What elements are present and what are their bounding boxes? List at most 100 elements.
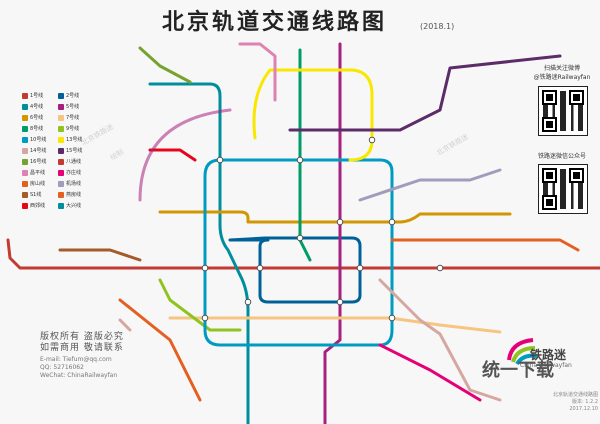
legend-label: 1号线 (30, 93, 44, 99)
line-14 (118, 278, 502, 402)
legend-item: 6号线 (22, 114, 56, 121)
legend-row: 房山线 机场线 (22, 178, 92, 189)
weibo-qr-code (538, 86, 588, 136)
legend-swatch-icon (58, 158, 64, 165)
line-9 (158, 278, 242, 332)
legend-label: 4号线 (30, 104, 44, 110)
legend-swatch-icon (22, 136, 28, 143)
legend-swatch-icon (58, 136, 64, 143)
contact-email: E-mail: Tiefum@qq.com (40, 356, 112, 363)
line-orange-east (390, 238, 580, 252)
legend-swatch-icon (22, 169, 28, 176)
legend-swatch-icon (58, 169, 64, 176)
legend-row: 4号线 5号线 (22, 101, 92, 112)
legend-item: 7号线 (58, 114, 92, 121)
line-yizhuang (378, 343, 482, 402)
legend-swatch-icon (58, 125, 64, 132)
legend-label: 7号线 (66, 115, 80, 121)
legend-row: 昌平线亦庄线 (22, 167, 92, 178)
legend-label: 大兴线 (66, 203, 82, 209)
legend-item: 西郊线 (22, 202, 56, 209)
transfer-stations (201, 136, 444, 322)
brand-version: 版本: 1.2.2 (572, 399, 598, 405)
copyright-line1: 版权所有 盗版必究 (40, 332, 124, 342)
legend-item: 机场线 (58, 180, 92, 187)
legend-label: 14号线 (30, 148, 47, 154)
weibo-caption-line2: @铁路迷Railwayfan (533, 74, 591, 81)
legend-label: 2号线 (66, 93, 80, 99)
line-16 (138, 46, 192, 84)
legend-swatch-icon (22, 114, 28, 121)
brand-date: 2017.12.10 (569, 406, 598, 412)
line-8 (298, 48, 312, 262)
legend-label: 15号线 (66, 148, 83, 154)
brand-logo-icon (507, 338, 538, 366)
line-2 (228, 236, 362, 304)
line-15 (288, 54, 562, 132)
line-1 (6, 238, 600, 270)
legend-item: 八通线 (58, 158, 92, 165)
legend-label: 9号线 (66, 126, 80, 132)
weibo-caption-line1: 扫描关注微博 (543, 65, 580, 72)
legend-item: 4号线 (22, 103, 56, 110)
weibo-caption: 扫描关注微博 @铁路迷Railwayfan (522, 64, 600, 82)
copyright-line2: 如需商用 敬请联系 (40, 343, 124, 353)
legend-label: 6号线 (30, 115, 44, 121)
legend-swatch-icon (22, 147, 28, 154)
legend-swatch-icon (22, 158, 28, 165)
legend-label: 16号线 (30, 159, 47, 165)
legend-row: 10号线 13号线 (22, 134, 92, 145)
legend-item: 10号线 (22, 136, 56, 143)
brand-meta: 北京轨道交通线路图 版本: 1.2.2 2017.12.10 (540, 392, 598, 413)
line-10 (203, 158, 394, 347)
legend-item: 亦庄线 (58, 169, 92, 176)
download-watermark: 统一下载 (482, 360, 554, 381)
legend-item: 燕房线 (58, 191, 92, 198)
wechat-qr-code (538, 164, 588, 214)
line-wide-loop (138, 108, 232, 202)
legend-item: 16号线 (22, 158, 56, 165)
legend-swatch-icon (58, 202, 64, 209)
legend-label: 8号线 (30, 126, 44, 132)
legend-label: 13号线 (66, 137, 83, 143)
legend-item: 13号线 (58, 136, 92, 143)
legend-swatch-icon (22, 202, 28, 209)
legend-swatch-icon (58, 114, 64, 121)
map-edition: (2018.1) (420, 22, 455, 31)
line-fangshan (118, 298, 202, 402)
legend-label: 八通线 (66, 159, 82, 165)
contact-info: E-mail: Tiefum@qq.com QQ: 52716062 WeCha… (40, 356, 117, 380)
line-s1 (58, 248, 142, 262)
line-legend: 1号线 2号线 4号线 5号线 6号线 7号线 8号线 9号线 10号线 13号线 14号线 15号线… (22, 90, 92, 211)
line-13 (252, 68, 374, 162)
legend-item: 8号线 (22, 125, 56, 132)
legend-row: 6号线 7号线 (22, 112, 92, 123)
legend-item: 房山线 (22, 180, 56, 187)
legend-item: 2号线 (58, 92, 92, 99)
legend-swatch-icon (22, 103, 28, 110)
legend-item: S1线 (22, 191, 56, 198)
map-title: 北京轨道交通线路图 (162, 10, 388, 35)
brand-description: 北京轨道交通线路图 (552, 392, 598, 398)
legend-row: 16号线 八通线 (22, 156, 92, 167)
legend-swatch-icon (22, 125, 28, 132)
legend-label: 燕房线 (66, 192, 82, 198)
legend-label: 5号线 (66, 104, 80, 110)
legend-label: 亦庄线 (66, 170, 82, 176)
legend-swatch-icon (22, 191, 28, 198)
legend-label: 房山线 (30, 181, 46, 187)
legend-label: 西郊线 (30, 203, 46, 209)
wechat-caption-line1: 铁路迷微信公众号 (537, 153, 586, 160)
line-airport (358, 168, 502, 202)
legend-swatch-icon (22, 92, 28, 99)
legend-label: 10号线 (30, 137, 47, 143)
legend-swatch-icon (58, 92, 64, 99)
legend-row: 西郊线 大兴线 (22, 200, 92, 211)
line-6 (158, 210, 512, 224)
legend-item: 5号线 (58, 103, 92, 110)
brand-subtitle: China Railwayfan (520, 362, 572, 369)
line-4 (148, 82, 250, 424)
legend-swatch-icon (58, 191, 64, 198)
line-changping (238, 42, 277, 102)
